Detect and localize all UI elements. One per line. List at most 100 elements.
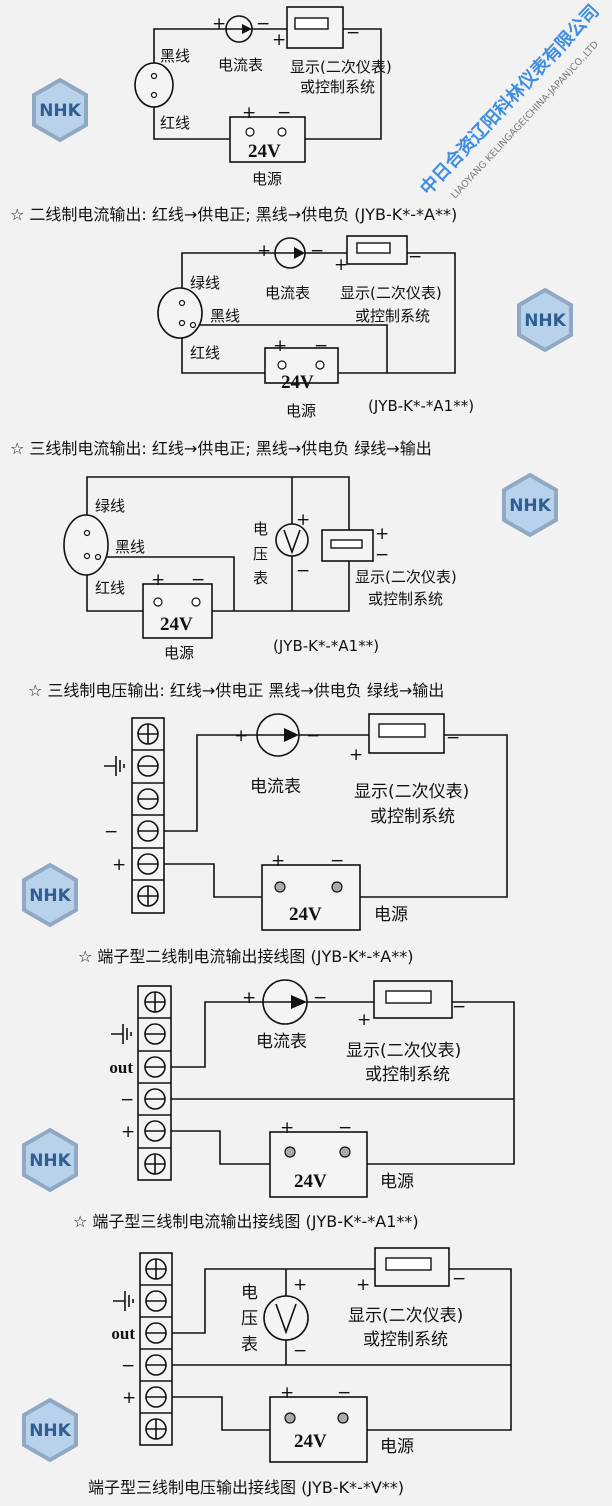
display-instrument-icon (286, 6, 344, 49)
ammeter-icon (274, 237, 306, 269)
out-terminal-label: out (109, 1058, 133, 1077)
psu-label: 电源 (380, 1437, 414, 1457)
plus-sign: + (234, 726, 248, 746)
plus-sign: + (212, 14, 226, 34)
pin (178, 299, 186, 307)
minus-sign: − (408, 247, 422, 267)
plus-sign: + (242, 103, 256, 123)
black-wire-label: 黑线 (160, 47, 190, 65)
plus-sign: + (296, 510, 310, 530)
psu-voltage: 24V (294, 1171, 327, 1192)
psu-voltage: 24V (160, 614, 193, 635)
logo-text: NHK (524, 311, 566, 331)
nhk-logo-icon: NHK (517, 287, 573, 353)
black-wire-label: 黑线 (115, 538, 145, 556)
minus-terminal-label: − (121, 1356, 135, 1376)
minus-sign: − (338, 1118, 352, 1138)
logo-text: NHK (29, 1151, 71, 1171)
logo-text: NHK (509, 496, 551, 516)
psu-voltage: 24V (289, 904, 322, 925)
psu-label: 电源 (286, 402, 316, 420)
psu-voltage: 24V (248, 141, 281, 162)
voltmeter-label-char: 电 (241, 1283, 258, 1303)
plus-sign: + (375, 524, 389, 544)
wire (172, 1268, 512, 1431)
voltmeter-label-char: 表 (241, 1335, 258, 1355)
wire (86, 476, 350, 612)
nhk-logo-icon: NHK (22, 1397, 78, 1463)
plus-terminal-label: + (112, 855, 126, 875)
display-instrument-icon (368, 713, 445, 754)
minus-sign: − (256, 14, 270, 34)
voltmeter-label-char: 压 (253, 545, 268, 563)
ammeter-label: 电流表 (265, 284, 310, 302)
diagram-three-wire-voltage: + − + − + − 电 压 表 绿线 黑线 红线 显示(二次仪表) 或控制系… (28, 476, 457, 700)
pin (150, 91, 158, 99)
red-wire-label: 红线 (160, 114, 190, 132)
logo-text: NHK (29, 1421, 71, 1441)
ground-icon (104, 756, 125, 776)
caption: 端子型三线制电压输出接线图 (JYB-K*-*V**) (88, 1478, 404, 1497)
minus-sign: − (337, 1383, 351, 1403)
caption: ☆ 端子型二线制电流输出接线图 (JYB-K*-*A**) (78, 947, 413, 966)
plus-sign: + (271, 851, 285, 871)
model-label: (JYB-K*-*A1**) (273, 637, 379, 655)
diagram-three-wire-current: + − + − + − 绿线 黑线 红线 电流表 显示(二次仪表) 或控制系统 … (10, 235, 474, 458)
watermark-company-cn: 中日合资辽阳科林仪表有限公司 (416, 0, 604, 199)
diagram-terminal-three-wire-current: out − + + − + − + − 电流表 显示(二次仪表) 或控制系统 2… (73, 979, 515, 1231)
sensor-connector (63, 514, 109, 576)
voltmeter-icon (275, 523, 309, 557)
display-instrument-icon (346, 235, 408, 265)
terminal-block (131, 717, 165, 914)
psu-voltage: 24V (281, 372, 314, 393)
power-supply-icon (269, 1131, 368, 1198)
minus-sign: − (452, 997, 466, 1017)
power-supply-icon (142, 583, 213, 639)
display-label-2: 或控制系统 (363, 1330, 448, 1350)
out-terminal-label: out (111, 1324, 135, 1343)
watermark: 中日合资辽阳科林仪表有限公司 LIAOYANG KELINGAGE(CHINA-… (416, 0, 604, 201)
ground-icon (111, 1024, 132, 1044)
minus-sign: − (296, 561, 310, 581)
display-instrument-icon (321, 529, 374, 562)
power-supply-icon (269, 1396, 368, 1463)
terminal-block (139, 1252, 173, 1446)
ground-icon (113, 1291, 134, 1311)
psu-label: 电源 (380, 1172, 414, 1192)
display-instrument-icon (373, 980, 453, 1019)
voltmeter-label-char: 压 (241, 1309, 258, 1329)
minus-sign: − (346, 23, 360, 43)
plus-sign: + (356, 1275, 370, 1295)
display-instrument-icon (374, 1247, 450, 1287)
plus-sign: + (334, 255, 348, 275)
logo-text: NHK (29, 886, 71, 906)
psu-label: 电源 (374, 905, 408, 925)
wire (171, 1001, 515, 1165)
display-label: 显示(二次仪表) (355, 568, 457, 586)
display-label-2: 或控制系统 (365, 1065, 450, 1085)
ammeter-icon (225, 15, 253, 43)
sensor-connector (157, 287, 203, 339)
display-label: 显示(二次仪表) (340, 284, 442, 302)
power-supply-icon (229, 116, 306, 163)
diagram-terminal-three-wire-voltage: out − + + − + − + − 电 压 表 显示(二次仪表) 或控制系统… (88, 1247, 512, 1497)
caption: ☆ 三线制电流输出: 红线→供电正; 黑线→供电负 绿线→输出 (10, 439, 432, 458)
power-supply-icon (261, 864, 361, 931)
minus-sign: − (452, 1269, 466, 1289)
plus-sign: + (349, 745, 363, 765)
ammeter-icon (262, 979, 308, 1025)
minus-sign: − (446, 728, 460, 748)
caption: ☆ 三线制电压输出: 红线→供电正 黑线→供电负 绿线→输出 (28, 681, 444, 700)
red-wire-label: 红线 (190, 344, 220, 362)
model-label: (JYB-K*-*A1**) (368, 397, 474, 415)
minus-terminal-label: − (120, 1090, 134, 1110)
display-label: 显示(二次仪表) (348, 1306, 463, 1326)
plus-terminal-label: + (121, 1122, 135, 1142)
minus-sign: − (277, 103, 291, 123)
green-wire-label: 绿线 (190, 274, 220, 292)
plus-sign: + (280, 1118, 294, 1138)
sensor-connector (134, 62, 174, 108)
red-wire-label: 红线 (95, 579, 125, 597)
ammeter-label: 电流表 (250, 777, 301, 797)
